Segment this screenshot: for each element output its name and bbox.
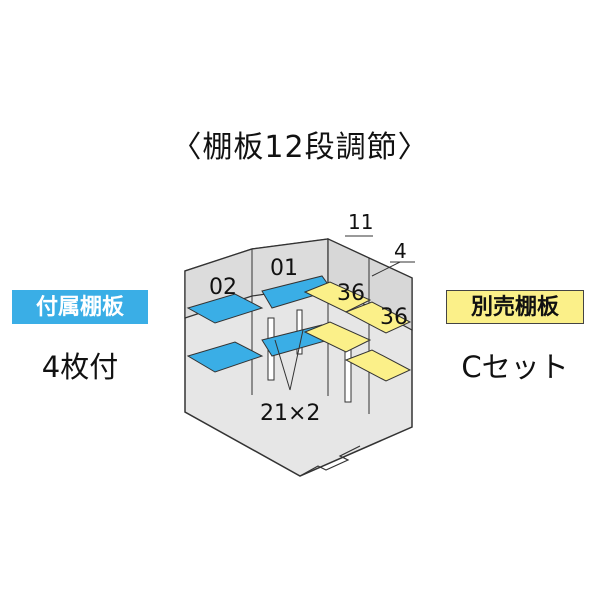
label-36-a: 36 [337, 281, 365, 306]
optional-shelf-4 [344, 349, 412, 382]
optional-shelf-3 [303, 321, 372, 353]
label-36-b: 36 [380, 305, 408, 330]
leader-line-bottom [274, 339, 291, 391]
included-shelf-upper-left [186, 293, 264, 324]
door-sill [299, 445, 361, 477]
included-shelf-lower-left [186, 341, 264, 373]
label-01: 01 [270, 256, 298, 281]
label-4: 4 [394, 239, 407, 263]
label-21x2: 21×2 [260, 401, 320, 426]
leader-line-bottom [289, 329, 304, 391]
figure-title: 〈棚板12段調節〉 [171, 130, 429, 165]
optional-shelf-badge: 別売棚板 [446, 290, 584, 324]
label-11: 11 [348, 210, 373, 234]
label-02: 02 [209, 275, 237, 300]
optional-shelf-2 [344, 301, 412, 334]
optional-shelf-1 [303, 281, 372, 313]
leader-line-4 [371, 261, 415, 277]
included-shelf-badge: 付属棚板 [12, 290, 148, 324]
optional-shelf-set: Cセット [461, 350, 569, 384]
included-shelf-count: 4枚付 [41, 350, 119, 384]
